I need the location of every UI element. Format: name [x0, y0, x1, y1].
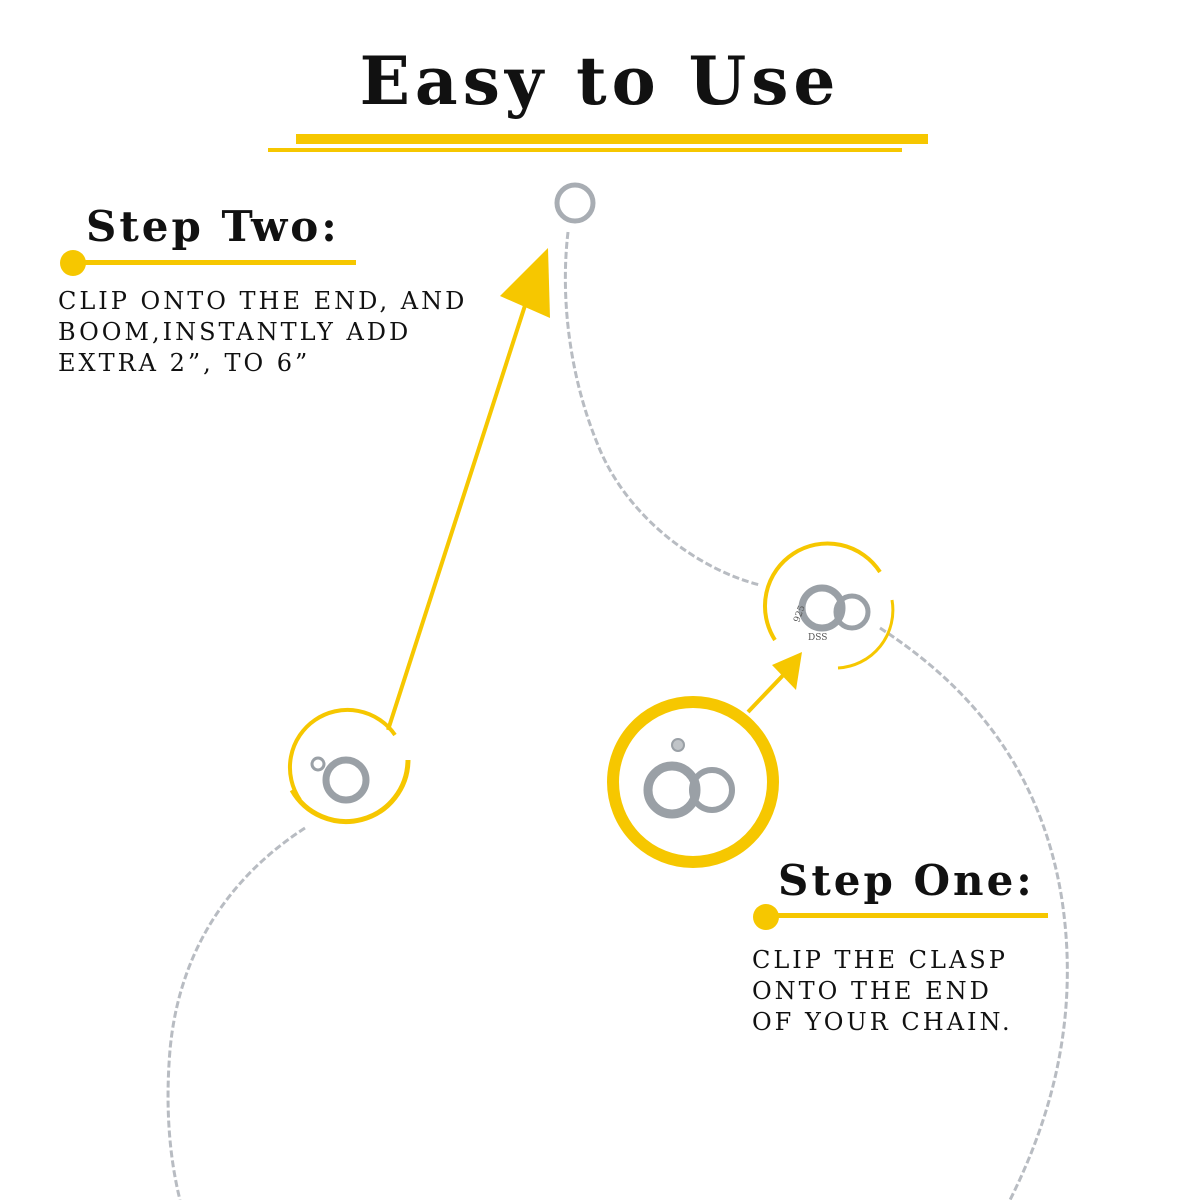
step-one-text: CLIP THE CLASP ONTO THE END OF YOUR CHAI… [752, 946, 1013, 1036]
clasp-ring-step-two [322, 756, 370, 804]
zoom-circle [607, 696, 779, 868]
clasp-ring-step-one [798, 584, 846, 632]
highlight-arc-step-two [288, 707, 397, 802]
arrow-head-step-one [772, 652, 802, 690]
extender-ring [554, 182, 596, 224]
main-chain-left [166, 826, 306, 1200]
step-two-text: CLIP ONTO THE END, AND BOOM,INSTANTLY AD… [58, 287, 468, 377]
title-underline [296, 134, 928, 144]
main-chain-right [879, 626, 1069, 1200]
arrow-step-two [386, 289, 532, 731]
step-two-underline [72, 260, 356, 265]
step-one-underline [765, 913, 1048, 918]
title-underline-thin [268, 148, 902, 152]
clasp-mark-dss: DSS [808, 633, 827, 643]
highlight-arc-step-one [763, 541, 882, 642]
zoomed-clasp [643, 738, 735, 819]
step-two-heading: Step Two: [86, 202, 340, 251]
jump-ring-step-one [833, 593, 871, 631]
extender-chain [563, 231, 761, 587]
arrow-head-step-two [500, 248, 550, 318]
page-title: Easy to Use [359, 42, 841, 120]
step-one-heading: Step One: [778, 856, 1035, 905]
